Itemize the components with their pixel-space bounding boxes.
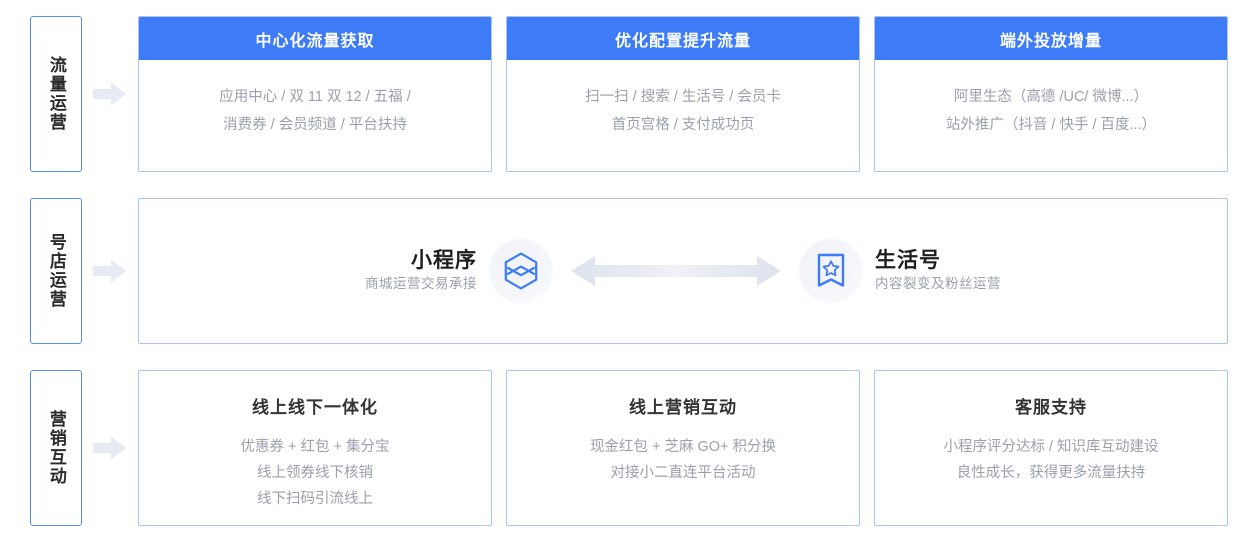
card-line: 小程序评分达标 / 知识库互动建设 <box>943 439 1159 455</box>
card-body: 应用中心 / 双 11 双 12 / 五福 / 消费券 / 会员频道 / 平台扶… <box>139 60 491 171</box>
card-online-marketing-interaction[interactable]: 线上营销互动 现金红包 + 芝麻 GO+ 积分换 对接小二直连平台活动 <box>506 370 860 526</box>
card-online-offline-integration[interactable]: 线上线下一体化 优惠券 + 红包 + 集分宝 线上领券线下核销 线下扫码引流线上 <box>138 370 492 526</box>
card-line: 线上领券线下核销 <box>257 464 373 481</box>
card-customer-service-support[interactable]: 客服支持 小程序评分达标 / 知识库互动建设 良性成长，获得更多流量扶持 <box>874 370 1228 526</box>
arrow-right-icon <box>93 436 126 460</box>
node-mini-program[interactable]: 小程序 商城运营交易承接 <box>365 239 553 303</box>
card-line: 应用中心 / 双 11 双 12 / 五福 / <box>219 88 411 105</box>
row-label-account-store-operations: 号店运营 <box>30 198 82 344</box>
node-title: 小程序 <box>411 248 477 272</box>
connector-marketing <box>82 370 138 526</box>
traffic-card-list: 中心化流量获取 应用中心 / 双 11 双 12 / 五福 / 消费券 / 会员… <box>138 16 1250 172</box>
card-title: 中心化流量获取 <box>139 17 491 60</box>
card-line: 站外推广（抖音 / 快手 / 百度...） <box>945 116 1157 133</box>
card-title: 端外投放增量 <box>875 17 1227 60</box>
card-line: 对接小二直连平台活动 <box>610 464 756 481</box>
card-line: 现金红包 + 芝麻 GO+ 积分换 <box>589 439 777 455</box>
marketing-card-list: 线上线下一体化 优惠券 + 红包 + 集分宝 线上领券线下核销 线下扫码引流线上… <box>138 370 1250 526</box>
card-body: 现金红包 + 芝麻 GO+ 积分换 对接小二直连平台活动 <box>590 436 776 486</box>
connector-traffic <box>82 16 138 172</box>
card-title: 线上营销互动 <box>629 398 737 417</box>
node-subtitle: 商城运营交易承接 <box>365 276 477 291</box>
row-label-text: 营销互动 <box>46 410 66 486</box>
card-body: 优惠券 + 红包 + 集分宝 线上领券线下核销 线下扫码引流线上 <box>240 436 389 512</box>
row-label-text: 号店运营 <box>46 233 66 309</box>
arrow-right-icon <box>93 259 126 283</box>
card-title: 优化配置提升流量 <box>507 17 859 60</box>
bidirectional-arrow-icon <box>571 256 781 286</box>
card-line: 扫一扫 / 搜索 / 生活号 / 会员卡 <box>585 88 781 105</box>
node-mini-program-badge <box>489 239 553 303</box>
card-line: 线下扫码引流线上 <box>257 490 373 507</box>
node-life-account[interactable]: 生活号 内容裂变及粉丝运营 <box>799 239 1001 303</box>
connector-store <box>82 198 138 344</box>
node-subtitle: 内容裂变及粉丝运营 <box>875 276 1001 291</box>
row-label-marketing-interaction: 营销互动 <box>30 370 82 526</box>
node-life-account-text: 生活号 内容裂变及粉丝运营 <box>875 248 1001 295</box>
card-title: 线上线下一体化 <box>252 398 378 417</box>
card-line: 消费券 / 会员频道 / 平台扶持 <box>223 116 407 133</box>
node-mini-program-text: 小程序 商城运营交易承接 <box>365 248 477 295</box>
panel-channel-relationship: 小程序 商城运营交易承接 <box>138 198 1228 344</box>
node-life-account-badge <box>799 239 863 303</box>
row-traffic-operations: 流量运营 中心化流量获取 应用中心 / 双 11 双 12 / 五福 / 消费券… <box>0 16 1250 172</box>
row-marketing-interaction: 营销互动 线上线下一体化 优惠券 + 红包 + 集分宝 线上领券线下核销 线下扫… <box>0 370 1250 526</box>
card-body: 扫一扫 / 搜索 / 生活号 / 会员卡 首页宫格 / 支付成功页 <box>507 60 859 171</box>
card-line: 优惠券 + 红包 + 集分宝 <box>240 439 390 455</box>
card-line: 阿里生态（高德 /UC/ 微博...） <box>953 88 1149 105</box>
card-centralized-traffic[interactable]: 中心化流量获取 应用中心 / 双 11 双 12 / 五福 / 消费券 / 会员… <box>138 16 492 172</box>
card-optimize-config-traffic[interactable]: 优化配置提升流量 扫一扫 / 搜索 / 生活号 / 会员卡 首页宫格 / 支付成… <box>506 16 860 172</box>
row-account-store-operations: 号店运营 小程序 商城运营交易承接 <box>0 198 1250 344</box>
card-title: 客服支持 <box>1015 398 1087 417</box>
card-line: 良性成长，获得更多流量扶持 <box>956 464 1146 481</box>
node-title: 生活号 <box>875 248 941 272</box>
card-body: 小程序评分达标 / 知识库互动建设 良性成长，获得更多流量扶持 <box>943 436 1158 486</box>
row-label-traffic-operations: 流量运营 <box>30 16 82 172</box>
card-body: 阿里生态（高德 /UC/ 微博...） 站外推广（抖音 / 快手 / 百度...… <box>875 60 1227 171</box>
arrow-right-icon <box>93 82 126 106</box>
mini-program-hexagon-icon <box>504 252 538 290</box>
bookmark-star-icon <box>817 253 845 287</box>
row-label-text: 流量运营 <box>46 56 66 132</box>
card-line: 首页宫格 / 支付成功页 <box>611 116 755 133</box>
card-offsite-delivery-growth[interactable]: 端外投放增量 阿里生态（高德 /UC/ 微博...） 站外推广（抖音 / 快手 … <box>874 16 1228 172</box>
